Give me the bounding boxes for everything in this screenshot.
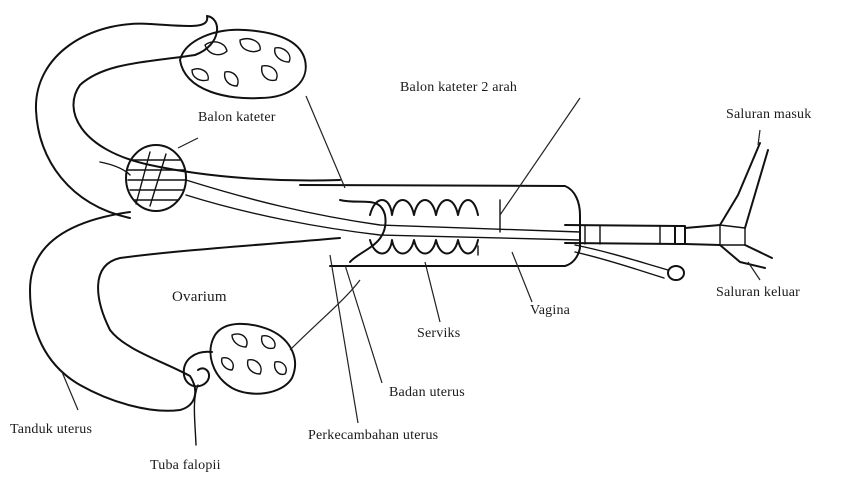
label-perkecambahan-uterus: Perkecambahan uterus: [308, 428, 438, 444]
label-saluran-keluar: Saluran keluar: [716, 285, 800, 301]
lower-ovary: [210, 324, 295, 394]
fallopian-tube-coil: [184, 352, 212, 445]
label-badan-uterus: Badan uterus: [389, 385, 465, 401]
label-saluran-masuk: Saluran masuk: [726, 107, 811, 123]
leader-lines: [62, 96, 760, 423]
label-tuba-falopii: Tuba falopii: [150, 458, 221, 474]
y-junction: [685, 143, 772, 268]
label-ovarium: Ovarium: [172, 289, 227, 306]
catheter-connector: [565, 225, 685, 244]
balloon-catheter-balloon: [126, 145, 186, 211]
label-balon-kateter-2-arah: Balon kateter 2 arah: [400, 80, 517, 96]
catheter-tube: [100, 162, 580, 232]
side-tube-bulb: [575, 245, 684, 280]
label-balon-kateter: Balon kateter: [198, 110, 276, 126]
label-tanduk-uterus: Tanduk uterus: [10, 422, 92, 438]
label-serviks: Serviks: [417, 326, 460, 342]
vagina-body: [300, 185, 580, 266]
label-vagina: Vagina: [530, 303, 570, 319]
upper-ovary: [180, 30, 306, 99]
